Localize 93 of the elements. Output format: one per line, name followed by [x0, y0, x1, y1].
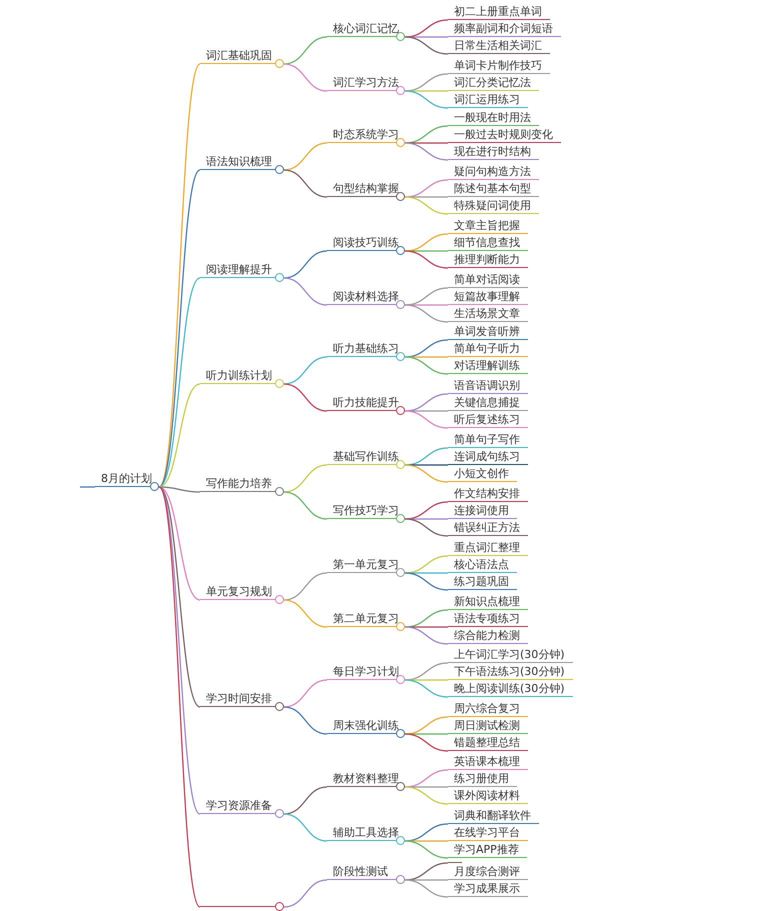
branch-connector — [284, 679, 328, 708]
branch-connector — [284, 599, 328, 628]
leaf-topic: 综合能力检测 — [448, 628, 528, 644]
leaf-topic: 英语课本梳理 — [448, 754, 528, 770]
leaf-topic: 细节信息查找 — [448, 235, 528, 251]
branch-connector — [404, 518, 448, 537]
branch-connector — [158, 486, 200, 493]
branch-connector — [404, 572, 448, 591]
leaf-topic: 连接词使用 — [448, 503, 517, 519]
branch-connector — [158, 383, 200, 488]
leaf-topic: 一般现在时用法 — [448, 110, 539, 126]
branch-connector — [404, 840, 448, 859]
leaf-topic: 重点词汇整理 — [448, 540, 528, 556]
branch-connector — [284, 491, 328, 520]
leaf-topic: 周日测试检测 — [448, 718, 528, 734]
leaf-topic: 文章主旨把握 — [448, 218, 528, 234]
leaf-topic: 对话理解训练 — [448, 358, 528, 374]
branch-connector — [158, 486, 200, 601]
leaf-topic: 错题整理总结 — [448, 735, 528, 751]
branch-connector — [404, 626, 448, 645]
leaf-topic: 语音语调识别 — [448, 378, 528, 394]
leaf-topic: 单词卡片制作技巧 — [448, 58, 550, 74]
leaf-topic: 特殊疑问词使用 — [448, 198, 539, 214]
branch-connector — [158, 278, 200, 488]
leaf-topic: 关键信息捕捉 — [448, 395, 528, 411]
branch-connector — [404, 410, 448, 429]
leaf-topic: 简单对话阅读 — [448, 272, 528, 288]
leaf-topic: 陈述句基本句型 — [448, 181, 539, 197]
leaf-topic: 初二上册重点单词 — [448, 4, 550, 20]
branch-connector — [404, 356, 448, 375]
branch-connector — [404, 464, 448, 483]
leaf-topic: 课外阅读材料 — [448, 788, 528, 804]
branch-connector — [284, 277, 328, 306]
branch-connector — [404, 679, 448, 698]
leaf-topic: 日常生活相关词汇 — [448, 38, 550, 54]
branch-connector — [404, 196, 448, 215]
branch-connector — [404, 36, 448, 55]
leaf-topic: 语法专项练习 — [448, 611, 528, 627]
leaf-topic: 单词发音听辨 — [448, 324, 528, 340]
branch-connector — [404, 786, 448, 805]
branch-connector — [158, 486, 200, 814]
leaf-topic: 月度综合测评 — [448, 864, 528, 880]
branch-connector — [158, 170, 200, 488]
branch-connector — [284, 786, 328, 815]
branch-connector — [158, 64, 201, 488]
branch-connector — [284, 142, 328, 171]
leaf-topic: 短篇故事理解 — [448, 289, 528, 305]
branch-connector — [404, 90, 448, 109]
leaf-topic: 作文结构安排 — [448, 486, 528, 502]
leaf-topic: 词典和翻译软件 — [448, 808, 539, 824]
leaf-topic: 在线学习平台 — [448, 825, 528, 841]
branch-connector — [284, 63, 328, 92]
leaf-topic: 核心语法点 — [448, 557, 517, 573]
leaf-topic: 上午词汇学习(30分钟) — [448, 647, 573, 663]
leaf-topic: 词汇分类记忆法 — [448, 75, 539, 91]
branch-connector — [284, 250, 328, 279]
leaf-topic: 疑问句构造方法 — [448, 164, 539, 180]
leaf-topic: 下午语法练习(30分钟) — [448, 664, 573, 680]
leaf-topic: 现在进行时结构 — [448, 144, 539, 160]
leaf-topic: 学习成果展示 — [448, 881, 528, 897]
leaf-topic: 练习册使用 — [448, 771, 517, 787]
leaf-topic: 词汇运用练习 — [448, 92, 528, 108]
branch-connector — [284, 383, 328, 412]
branch-connector — [284, 169, 328, 198]
branch-connector — [284, 813, 328, 842]
leaf-topic: 周六综合复习 — [448, 701, 528, 717]
leaf-topic: 学习APP推荐 — [448, 842, 527, 858]
leaf-topic: 听后复述练习 — [448, 412, 528, 428]
leaf-topic: 错误纠正方法 — [448, 520, 528, 536]
leaf-topic: 连词成句练习 — [448, 449, 528, 465]
branch-connector — [404, 733, 448, 752]
branch-connector — [284, 572, 328, 601]
leaf-topic: 晚上阅读训练(30分钟) — [448, 681, 573, 697]
leaf-topic: 小短文创作 — [448, 466, 517, 482]
leaf-topic: 频率副词和介词短语 — [448, 21, 561, 37]
leaf-topic: 推理判断能力 — [448, 252, 528, 268]
branch-connector — [284, 464, 328, 493]
leaf-topic: 生活场景文章 — [448, 306, 528, 322]
leaf-topic: 新知识点梳理 — [448, 594, 528, 610]
leaf-topic: 简单句子听力 — [448, 341, 528, 357]
branch-connector — [404, 142, 448, 161]
branch-connector — [284, 356, 328, 385]
branch-connector — [404, 879, 448, 898]
branch-connector — [284, 36, 328, 65]
branch-connector — [158, 486, 200, 708]
branch-connector — [284, 706, 328, 735]
leaf-topic: 练习题巩固 — [448, 574, 517, 590]
branch-connector — [284, 879, 328, 908]
leaf-topic: 一般过去时规则变化 — [448, 127, 561, 143]
branch-connector — [404, 250, 448, 269]
branch-connector — [158, 486, 201, 908]
branch-connector — [404, 304, 448, 323]
leaf-topic: 简单句子写作 — [448, 432, 528, 448]
